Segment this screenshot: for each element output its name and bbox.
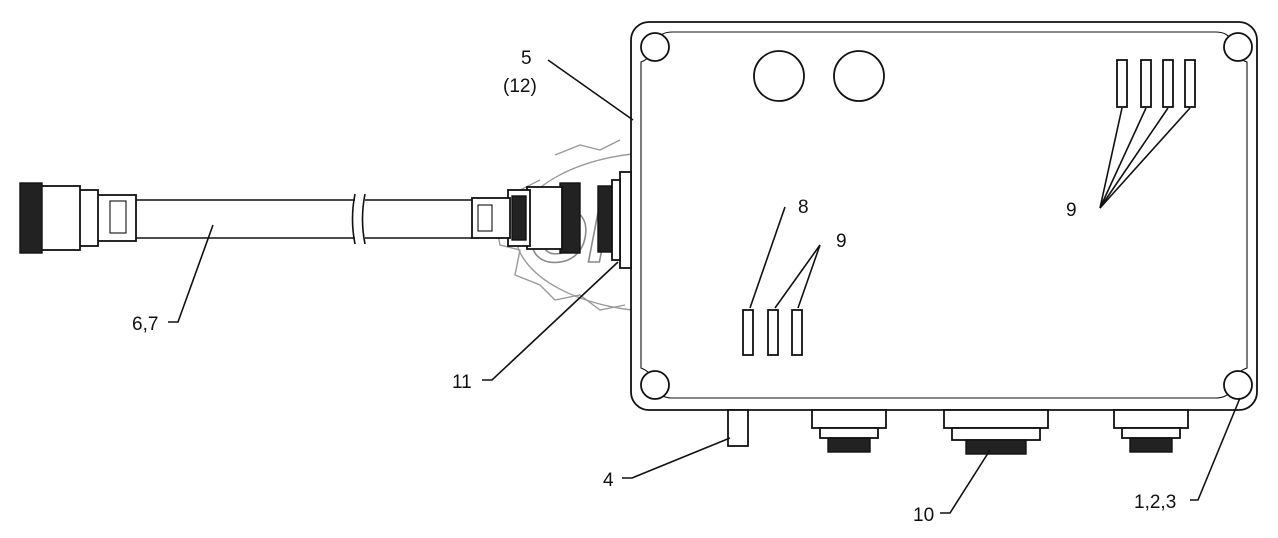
- leader-lines: [168, 59, 1241, 514]
- indicator-led-2: [1140, 59, 1152, 108]
- lid-round-window-left: [753, 50, 805, 102]
- corner-hole-bottom-right: [1223, 370, 1253, 400]
- cable-plug-left-body: [39, 185, 81, 251]
- gland-washer: [611, 179, 621, 261]
- callout-4: 4: [603, 470, 614, 491]
- corner-hole-bottom-left: [640, 370, 670, 400]
- corner-hole-top-right: [1223, 32, 1253, 62]
- leader-9-mid-b: [797, 244, 821, 309]
- lid-round-window-right: [833, 50, 885, 102]
- leader-9-mid-a: [774, 244, 821, 309]
- connector-right-flange: [1113, 409, 1189, 429]
- callout-10: 10: [913, 505, 934, 526]
- stub-4: [727, 409, 749, 447]
- connector-middle-thread: [965, 439, 1027, 455]
- callout-1-2-3: 1,2,3: [1134, 492, 1176, 513]
- callout-9-mid: 9: [836, 231, 847, 252]
- cable-plug-right-knurl: [559, 182, 581, 254]
- cable-plug-right-collar: [511, 195, 527, 241]
- leader-9-right-d: [1099, 107, 1191, 209]
- leader-6-7: [168, 224, 214, 323]
- cable-plug-left-boot-window: [109, 200, 127, 234]
- callout-6-7: 6,7: [132, 314, 158, 335]
- bottom-connectors: [727, 409, 1189, 455]
- leader-9-right-a: [1099, 107, 1123, 209]
- callout-labels: 5 (12) 8 9 9 6,7 11 4 10 1,2,3: [132, 48, 1176, 526]
- leader-9-right-c: [1099, 107, 1169, 209]
- callout-11: 11: [452, 372, 472, 393]
- leader-10: [940, 449, 991, 514]
- indicator-led-1: [1116, 59, 1128, 108]
- indicator-led-4: [1184, 59, 1196, 108]
- indicator-led-8: [742, 309, 754, 356]
- connector-left-thread: [827, 437, 871, 453]
- cable-plug-right-boot-window: [477, 204, 493, 232]
- cable-break-left: [351, 193, 356, 245]
- indicator-led-3: [1162, 59, 1174, 108]
- connector-left-body: [819, 427, 879, 439]
- connector-left-flange: [811, 409, 887, 429]
- cable-plug-right-body: [526, 186, 563, 250]
- indicator-led-9b: [791, 309, 803, 356]
- cable-assembly: [19, 182, 581, 254]
- cable-break-right: [361, 193, 366, 245]
- cable-plug-left-boot: [95, 194, 137, 242]
- side-gland-connector: [597, 171, 632, 269]
- callout-5: 5: [521, 48, 532, 69]
- leader-4: [622, 437, 731, 479]
- corner-hole-top-left: [640, 32, 670, 62]
- connector-right-thread: [1129, 437, 1173, 453]
- indicator-led-9a: [767, 309, 779, 356]
- leader-11: [482, 261, 619, 381]
- leader-1-2-3: [1190, 397, 1241, 501]
- leader-8: [749, 206, 786, 309]
- leader-5: [547, 59, 634, 121]
- connector-right-body: [1121, 427, 1181, 439]
- callout-8: 8: [798, 197, 809, 218]
- gland-flange: [619, 171, 632, 269]
- connector-middle-body: [951, 427, 1041, 441]
- connector-middle-flange: [943, 409, 1049, 429]
- callout-9-right: 9: [1066, 200, 1077, 221]
- cable-plug-left-nut: [77, 189, 99, 247]
- cable-plug-left-knurl: [19, 182, 43, 254]
- enclosure-box: [630, 21, 1258, 411]
- callout-12: (12): [503, 76, 537, 97]
- leader-9-right-b: [1099, 107, 1147, 209]
